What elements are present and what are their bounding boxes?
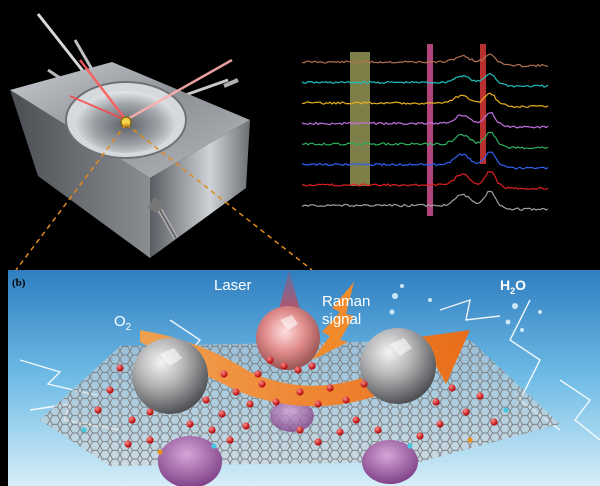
- laser-label: Laser: [214, 277, 252, 294]
- h2o-label: H2O: [500, 277, 526, 296]
- raman-spectra-plot: [301, 44, 549, 216]
- callout-lines: [15, 123, 313, 271]
- oxygen-atom: [246, 400, 254, 408]
- oxygen-atom: [272, 398, 280, 406]
- spectrum-trace: [301, 190, 549, 211]
- oxygen-atom: [360, 380, 368, 388]
- band-highlight-olive: [350, 52, 370, 186]
- panel-b-tag: (b): [12, 277, 26, 289]
- dopant-atom: [407, 443, 413, 449]
- nanoparticle-purple: [270, 400, 314, 432]
- o2-label: O2: [114, 313, 132, 333]
- metal-nanosphere-irradiated: [256, 306, 320, 370]
- oxygen-atom: [146, 408, 154, 416]
- dopant-atom: [211, 443, 217, 449]
- oxygen-atom: [218, 410, 226, 418]
- oxygen-atom: [308, 362, 316, 370]
- oxygen-atoms: [81, 356, 509, 455]
- panel-b-scene: [8, 270, 600, 486]
- oxygen-atom: [226, 436, 234, 444]
- oxygen-atom: [202, 396, 210, 404]
- spectrum-trace: [301, 92, 549, 109]
- oxygen-atom: [314, 400, 322, 408]
- spectrum-trace: [301, 53, 549, 68]
- oxygen-atom: [106, 386, 114, 394]
- oxygen-atom: [124, 440, 132, 448]
- dopant-atom: [157, 449, 163, 455]
- oxygen-atom: [490, 418, 498, 426]
- oxygen-atom: [146, 436, 154, 444]
- reactor-device: [10, 13, 250, 258]
- raman-signal-arrow: [312, 282, 354, 360]
- spectrum-trace: [301, 171, 549, 190]
- oxygen-atom: [254, 370, 262, 378]
- metal-nanosphere: [360, 328, 436, 404]
- nanoparticle-purple: [158, 436, 222, 486]
- oxygen-atom: [94, 406, 102, 414]
- spectrum-trace: [301, 72, 549, 88]
- dopant-atom: [81, 427, 87, 433]
- dopant-atom: [467, 437, 473, 443]
- band-highlight-red: [480, 44, 486, 164]
- oxygen-atom: [416, 432, 424, 440]
- raman-label-line2: signal: [322, 311, 361, 328]
- raman-label-line1: Raman: [322, 293, 370, 310]
- oxygen-atom: [326, 384, 334, 392]
- h2o-label-o: O: [515, 277, 526, 293]
- oxygen-atom: [352, 416, 360, 424]
- band-highlight-pink: [427, 44, 433, 216]
- oxygen-atom: [258, 380, 266, 388]
- h2o-label-sub: 2: [510, 286, 515, 296]
- oxygen-atom: [432, 398, 440, 406]
- oxygen-atom: [128, 416, 136, 424]
- oxygen-atom: [220, 370, 228, 378]
- oxygen-atom: [296, 426, 304, 434]
- oxygen-atom: [476, 392, 484, 400]
- oxygen-atom: [448, 384, 456, 392]
- oxygen-atom: [208, 426, 216, 434]
- o2-label-main: O: [114, 313, 126, 330]
- oxygen-atom: [186, 420, 194, 428]
- dopant-atom: [503, 407, 509, 413]
- oxygen-atom: [242, 422, 250, 430]
- oxygen-atom: [280, 362, 288, 370]
- oxygen-atom: [232, 388, 240, 396]
- oxygen-atom: [294, 366, 302, 374]
- water-bubbles: [389, 284, 542, 332]
- oxygen-atom: [336, 428, 344, 436]
- h2o-label-h: H: [500, 277, 510, 293]
- spectrum-trace: [301, 111, 549, 129]
- oxygen-atom: [374, 426, 382, 434]
- spectrum-trace: [301, 131, 549, 150]
- oxygen-atom: [436, 420, 444, 428]
- oxygen-atom: [314, 438, 322, 446]
- o2-label-sub: 2: [126, 322, 132, 333]
- oxygen-atom: [116, 364, 124, 372]
- oxygen-atom: [296, 388, 304, 396]
- oxygen-atom: [462, 408, 470, 416]
- nanoparticle-purple: [362, 440, 418, 484]
- oxygen-atom: [342, 396, 350, 404]
- spectrum-trace: [301, 151, 549, 170]
- metal-nanosphere: [132, 338, 208, 414]
- oxygen-atom: [266, 356, 274, 364]
